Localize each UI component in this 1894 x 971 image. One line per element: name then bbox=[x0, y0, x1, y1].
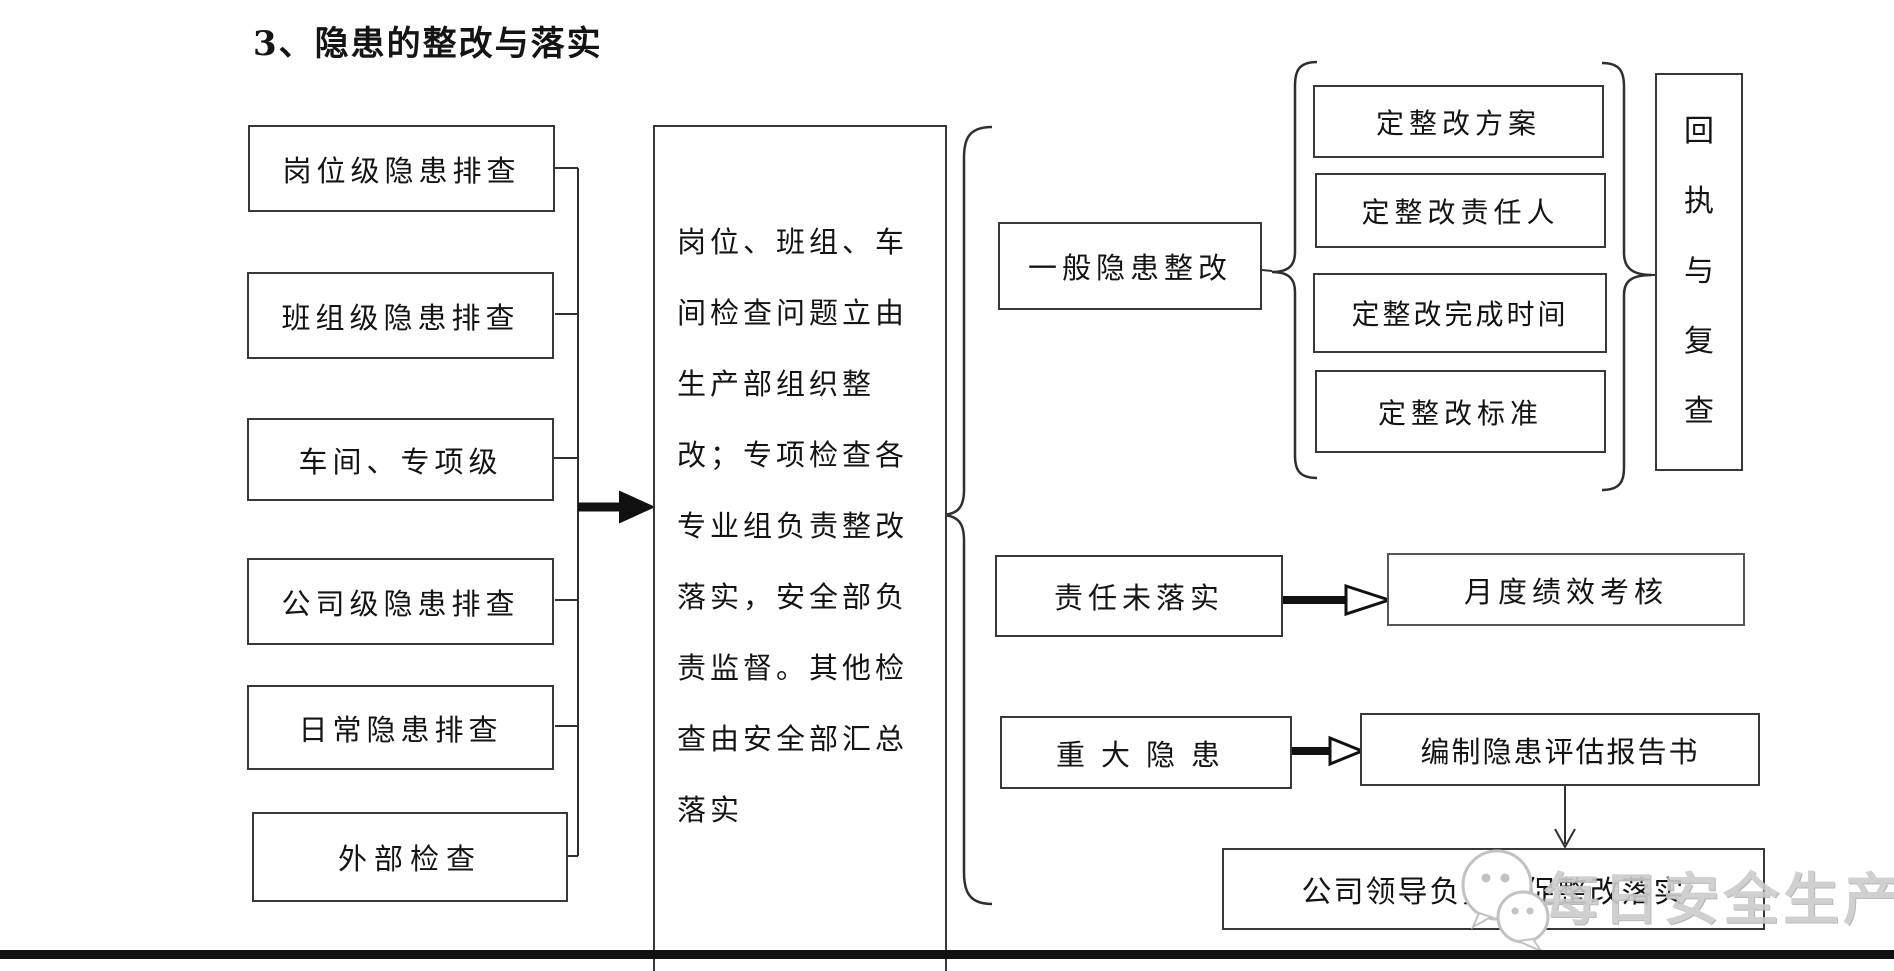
node-step-standard: 定整改标准 bbox=[1315, 370, 1606, 453]
node-major-hazard: 重大隐患 bbox=[1000, 716, 1292, 789]
wechat-icon bbox=[1461, 849, 1550, 954]
node-daily-check: 日常隐患排查 bbox=[247, 685, 554, 770]
node-label: 一般隐患整改 bbox=[1027, 251, 1232, 285]
watermark-text: 每日安全生产 bbox=[1543, 868, 1894, 933]
general-to-brace-line bbox=[1261, 269, 1273, 272]
node-step-deadline: 定整改完成时间 bbox=[1313, 273, 1607, 353]
node-label: 定整改责任人 bbox=[1361, 195, 1560, 229]
node-post-level-check: 岗位级隐患排查 bbox=[248, 125, 555, 212]
node-responsibility-unfulfilled: 责任未落实 bbox=[995, 555, 1283, 637]
node-step-responsible: 定整改责任人 bbox=[1315, 173, 1606, 248]
node-step-plan: 定整改方案 bbox=[1313, 85, 1604, 158]
node-team-level-check: 班组级隐患排查 bbox=[247, 272, 554, 359]
node-center-description: 岗位、班组、车 间检查问题立由 生产部组织整 改；专项检查各 专业组负责整改 落… bbox=[653, 125, 947, 971]
node-label: 班组级隐患排查 bbox=[281, 300, 520, 335]
arrow-unfulfilled-head bbox=[1344, 583, 1394, 617]
bottom-divider-bar bbox=[0, 950, 1894, 959]
page-title: 3、隐患的整改与落实 bbox=[253, 24, 603, 64]
node-label: 编制隐患评估报告书 bbox=[1420, 734, 1700, 769]
node-label: 月度绩效考核 bbox=[1463, 574, 1668, 609]
node-workshop-special-level: 车间、专项级 bbox=[247, 418, 554, 501]
node-general-rectification: 一般隐患整改 bbox=[998, 222, 1262, 310]
node-receipt-recheck: 回 执 与 复 查 bbox=[1655, 73, 1743, 471]
node-company-level-check: 公司级隐患排查 bbox=[247, 558, 554, 645]
arrow-major-head bbox=[1328, 735, 1366, 767]
steps-left-brace bbox=[1271, 60, 1318, 480]
node-label: 定整改完成时间 bbox=[1351, 298, 1569, 331]
node-label: 车间、专项级 bbox=[298, 444, 503, 479]
node-label: 定整改方案 bbox=[1375, 106, 1541, 140]
arrow-to-center-head bbox=[619, 490, 656, 524]
node-external-check: 外部检查 bbox=[252, 812, 568, 902]
node-label: 公司级隐患排查 bbox=[281, 586, 520, 621]
node-label: 定整改标准 bbox=[1377, 396, 1543, 430]
big-left-brace bbox=[939, 125, 993, 906]
node-assessment-report: 编制隐患评估报告书 bbox=[1360, 713, 1760, 786]
node-label: 责任未落实 bbox=[1053, 581, 1224, 615]
node-monthly-appraisal: 月度绩效考核 bbox=[1387, 553, 1745, 626]
node-label: 重大隐患 bbox=[1055, 737, 1236, 772]
node-label: 日常隐患排查 bbox=[298, 712, 503, 747]
steps-right-brace bbox=[1601, 61, 1653, 492]
node-label: 外部检查 bbox=[337, 842, 482, 876]
node-label: 岗位级隐患排查 bbox=[282, 153, 521, 188]
